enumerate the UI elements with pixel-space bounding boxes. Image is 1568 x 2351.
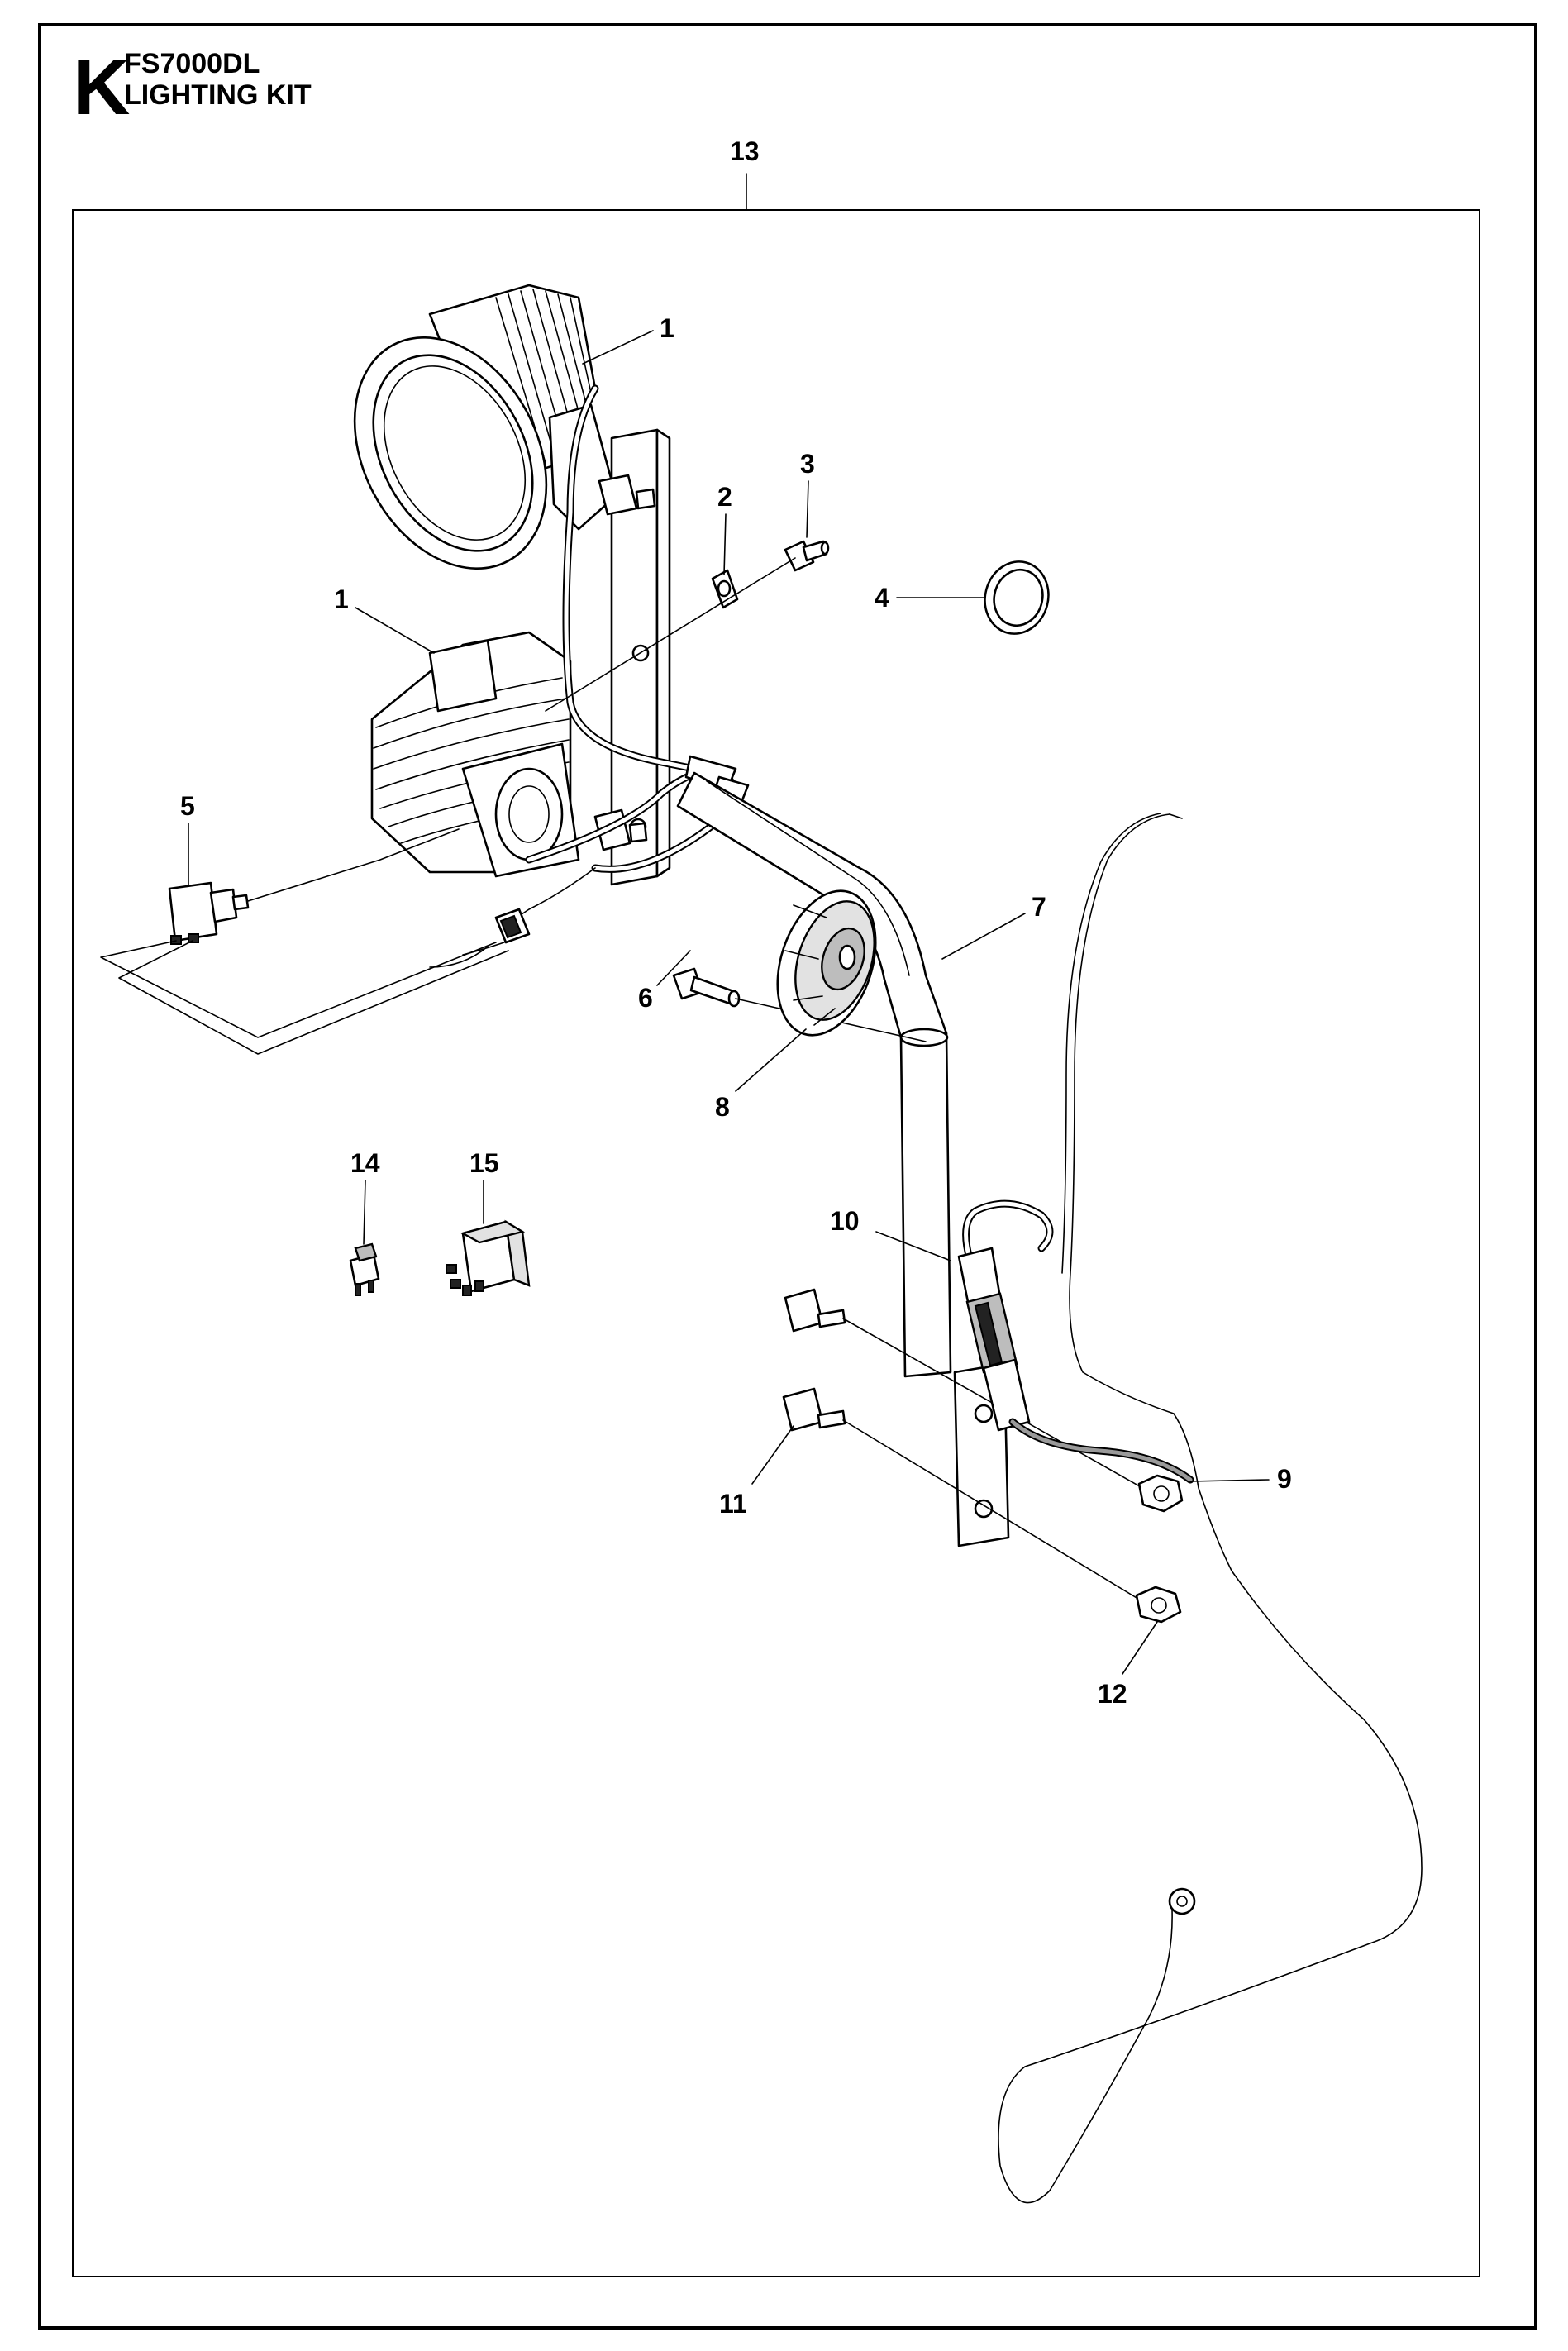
- leader-10: [875, 1231, 951, 1261]
- grommet-4: [984, 560, 1050, 635]
- fuse-14: [349, 1242, 380, 1296]
- callout-7: 7: [1032, 892, 1046, 922]
- callout-13: 13: [730, 136, 760, 166]
- bolt-11-lower: [782, 1387, 1154, 1609]
- bolt-11-upper: [784, 1288, 1158, 1497]
- callout-9: 9: [1277, 1464, 1292, 1494]
- page-frame: [38, 23, 1537, 2330]
- callout-2: 2: [717, 482, 732, 512]
- leader-2: [723, 513, 727, 575]
- leader-7: [941, 913, 1026, 960]
- callout-8: 8: [715, 1092, 730, 1122]
- leader-6: [656, 950, 691, 986]
- leader-1-upper: [582, 330, 654, 365]
- kit-title: LIGHTING KIT: [124, 79, 312, 111]
- ground-cable: [998, 813, 1423, 2204]
- callout-11: 11: [719, 1489, 747, 1519]
- assembly-axis-upper: [545, 557, 796, 712]
- leader-14: [363, 1180, 366, 1245]
- callout-6: 6: [638, 983, 653, 1013]
- section-letter: K: [73, 43, 130, 131]
- harness-connector: [957, 1199, 1194, 1484]
- header: K FS7000DL LIGHTING KIT: [73, 43, 312, 131]
- leader-1-lower: [355, 607, 435, 654]
- leader-9: [1189, 1479, 1270, 1482]
- washer-2: [711, 569, 739, 609]
- mounting-tube: [676, 771, 952, 1378]
- callouts: 13 1 2 3 4 1 5 7 6 8 14 15 10 9 11 12: [180, 136, 1292, 1709]
- callout-1-upper: 1: [660, 313, 674, 343]
- callout-12: 12: [1098, 1679, 1127, 1709]
- callout-15: 15: [469, 1148, 499, 1178]
- callout-1-lower: 1: [334, 584, 349, 614]
- bolt-3: [784, 540, 830, 572]
- work-light-upper: [353, 284, 617, 570]
- callout-14: 14: [350, 1148, 380, 1178]
- knob-8: [776, 889, 877, 1037]
- leader-3: [806, 480, 809, 538]
- callout-10: 10: [830, 1206, 860, 1236]
- leader-12: [1122, 1621, 1158, 1675]
- work-light-lower: [370, 631, 580, 878]
- nut-12-lower: [1135, 1586, 1182, 1624]
- kit-box: [72, 209, 1480, 2277]
- nut-12-upper: [1137, 1474, 1184, 1513]
- bolt-6: [672, 967, 927, 1042]
- callout-5: 5: [180, 791, 195, 821]
- leader-8: [735, 1028, 807, 1092]
- callout-4: 4: [875, 583, 889, 613]
- relay-15: [446, 1219, 531, 1296]
- callout-3: 3: [800, 449, 815, 479]
- toggle-switch: [168, 828, 460, 945]
- switch-wire-loop: [100, 940, 509, 1055]
- leader-11: [751, 1425, 794, 1485]
- model-name: FS7000DL: [124, 48, 260, 79]
